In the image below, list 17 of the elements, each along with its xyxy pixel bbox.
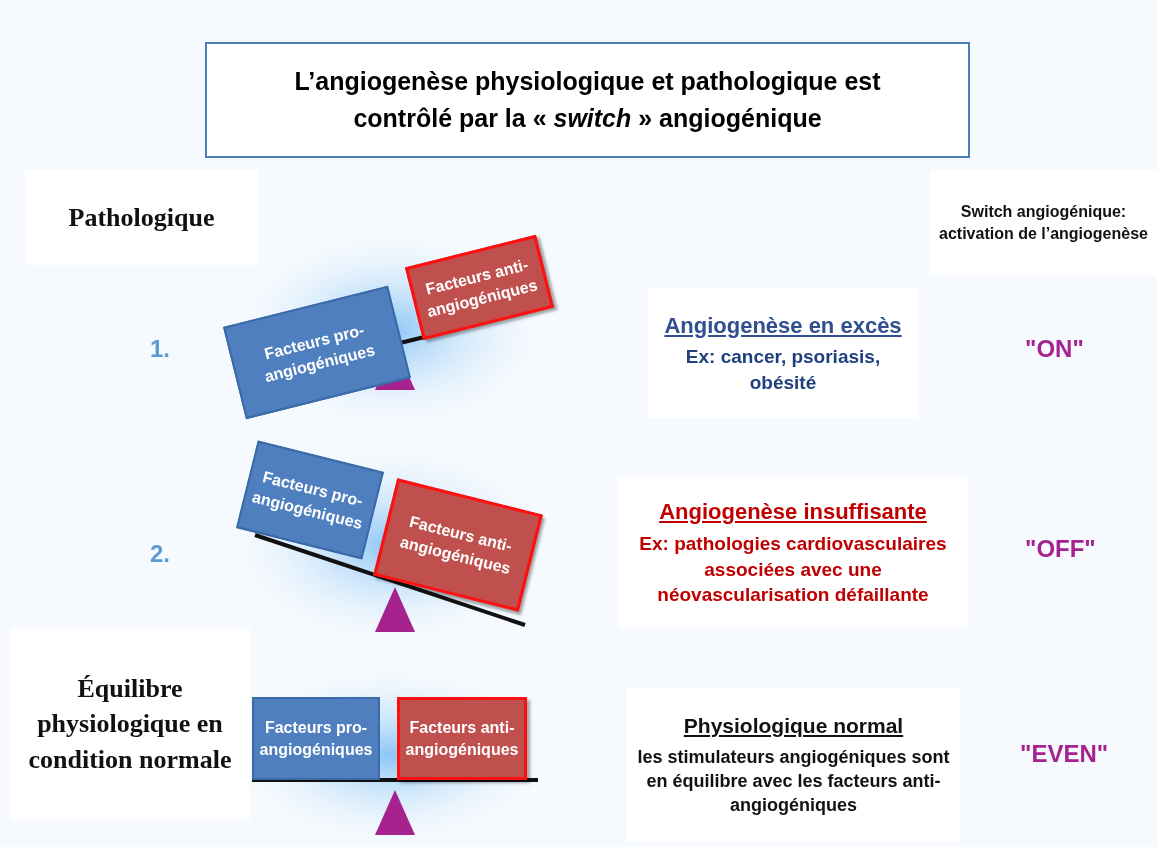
factor-block: Facteurs anti-angiogéniques	[397, 697, 527, 780]
outcome-example: Ex: cancer, psoriasis, obésité	[684, 345, 882, 395]
factor-block: Facteurs pro-angiogéniques	[252, 697, 380, 780]
column-heading: Switch angiogénique: activation de l’angiogenèse	[938, 201, 1149, 244]
section-heading: Équilibre physiologique en condition normale	[27, 673, 233, 776]
outcome-heading: Physiologique normal	[683, 713, 904, 740]
outcome-heading: Angiogenèse insuffisante	[659, 498, 927, 527]
outcome-heading: Angiogenèse en excès	[664, 311, 902, 340]
switch-state: "OFF"	[1025, 535, 1096, 563]
title-text: L’angiogenèse physiologique et pathologique est contrôlé par la « switch » angiogénique	[293, 65, 882, 134]
step-number: 1.	[150, 335, 170, 363]
step-number: 2.	[150, 540, 170, 568]
switch-state: "ON"	[1025, 335, 1084, 363]
switch-state: "EVEN"	[1020, 740, 1109, 768]
outcome-example: Ex: pathologies cardiovasculaires associées avec une néovascularisation défaillante	[638, 531, 948, 608]
section-heading: Pathologique	[68, 201, 215, 234]
outcome-description: les stimulateurs angiogéniques sont en équilibre avec les facteurs anti-angiogéniques	[636, 745, 951, 818]
